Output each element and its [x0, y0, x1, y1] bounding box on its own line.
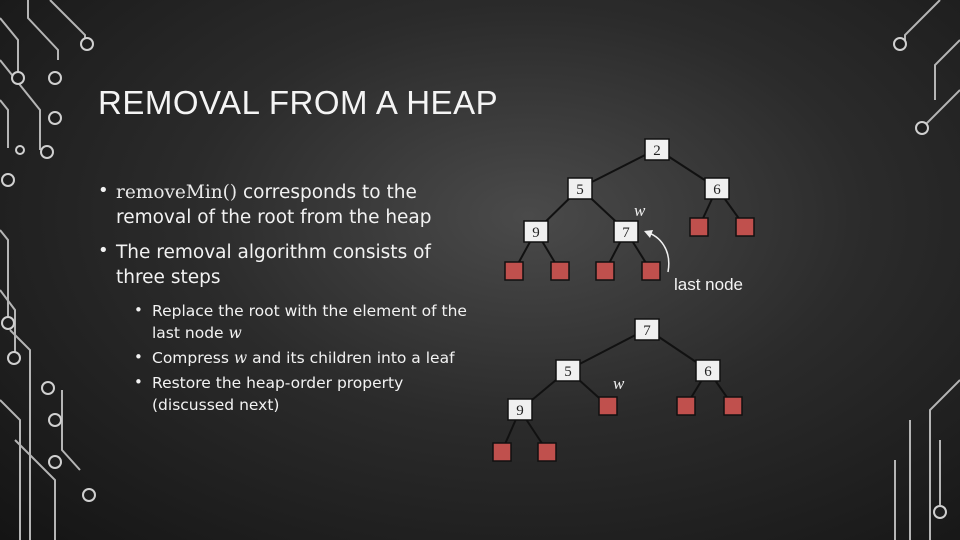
var-w: w: [228, 324, 242, 342]
tree-after-right: 6: [695, 359, 721, 382]
tree-after-left: 5: [555, 359, 581, 382]
last-node-annotation: last node: [674, 275, 743, 294]
subbullet-restore: Restore the heap-order property (discuss…: [134, 371, 478, 416]
svg-text:6: 6: [704, 364, 712, 380]
svg-text:9: 9: [532, 225, 540, 241]
leaf-node: [598, 396, 618, 416]
leaf-node: [537, 442, 557, 462]
var-w: w: [233, 349, 248, 367]
leaf-node: [550, 261, 570, 281]
svg-text:7: 7: [622, 225, 630, 241]
code-removemin: removeMin(): [116, 182, 238, 203]
tree-before-root: 2: [644, 138, 670, 161]
svg-text:6: 6: [713, 182, 721, 198]
leaf-node: [641, 261, 661, 281]
leaf-node: [735, 217, 755, 237]
subbullet-replace: Replace the root with the element of the…: [134, 299, 478, 344]
svg-text:7: 7: [643, 323, 651, 339]
bullet-list: removeMin() corresponds to the removal o…: [98, 178, 478, 419]
leaf-node: [504, 261, 524, 281]
subbullet-compress-pre: Compress: [152, 349, 234, 367]
svg-text:5: 5: [576, 182, 584, 198]
tree-after: 7 5 6 9 w: [492, 318, 743, 462]
tree-after-left-left: 9: [507, 398, 533, 421]
tree-after-root: 7: [634, 318, 660, 341]
tree-before-left: 5: [567, 177, 593, 200]
bullet-removemin: removeMin() corresponds to the removal o…: [98, 178, 478, 230]
bullet-algorithm: The removal algorithm consists of three …: [98, 238, 478, 290]
tree-before-right: 6: [704, 177, 730, 200]
subbullet-compress-post: and its children into a leaf: [247, 349, 455, 367]
leaf-node: [689, 217, 709, 237]
subbullet-compress: Compress w and its children into a leaf: [134, 346, 478, 369]
tree-before-left-left: 9: [523, 220, 549, 243]
tree-before-left-right: 7: [613, 220, 639, 243]
w-marker: w: [634, 201, 646, 220]
tree-before: 2 5 6 9 7 w: [504, 138, 755, 281]
subbullet-replace-text: Replace the root with the element of the…: [152, 302, 467, 342]
leaf-node: [492, 442, 512, 462]
bullet-algorithm-text: The removal algorithm consists of three …: [116, 242, 431, 288]
svg-text:2: 2: [653, 143, 661, 159]
bullet-removemin-text: corresponds to the removal of the root f…: [116, 182, 432, 228]
leaf-node: [595, 261, 615, 281]
leaf-node: [676, 396, 696, 416]
leaf-node: [723, 396, 743, 416]
svg-text:5: 5: [564, 364, 572, 380]
subbullet-restore-text: Restore the heap-order property (discuss…: [152, 374, 404, 414]
slide-title: REMOVAL FROM A HEAP: [98, 84, 499, 121]
svg-text:9: 9: [516, 403, 524, 419]
w-marker: w: [613, 374, 625, 393]
